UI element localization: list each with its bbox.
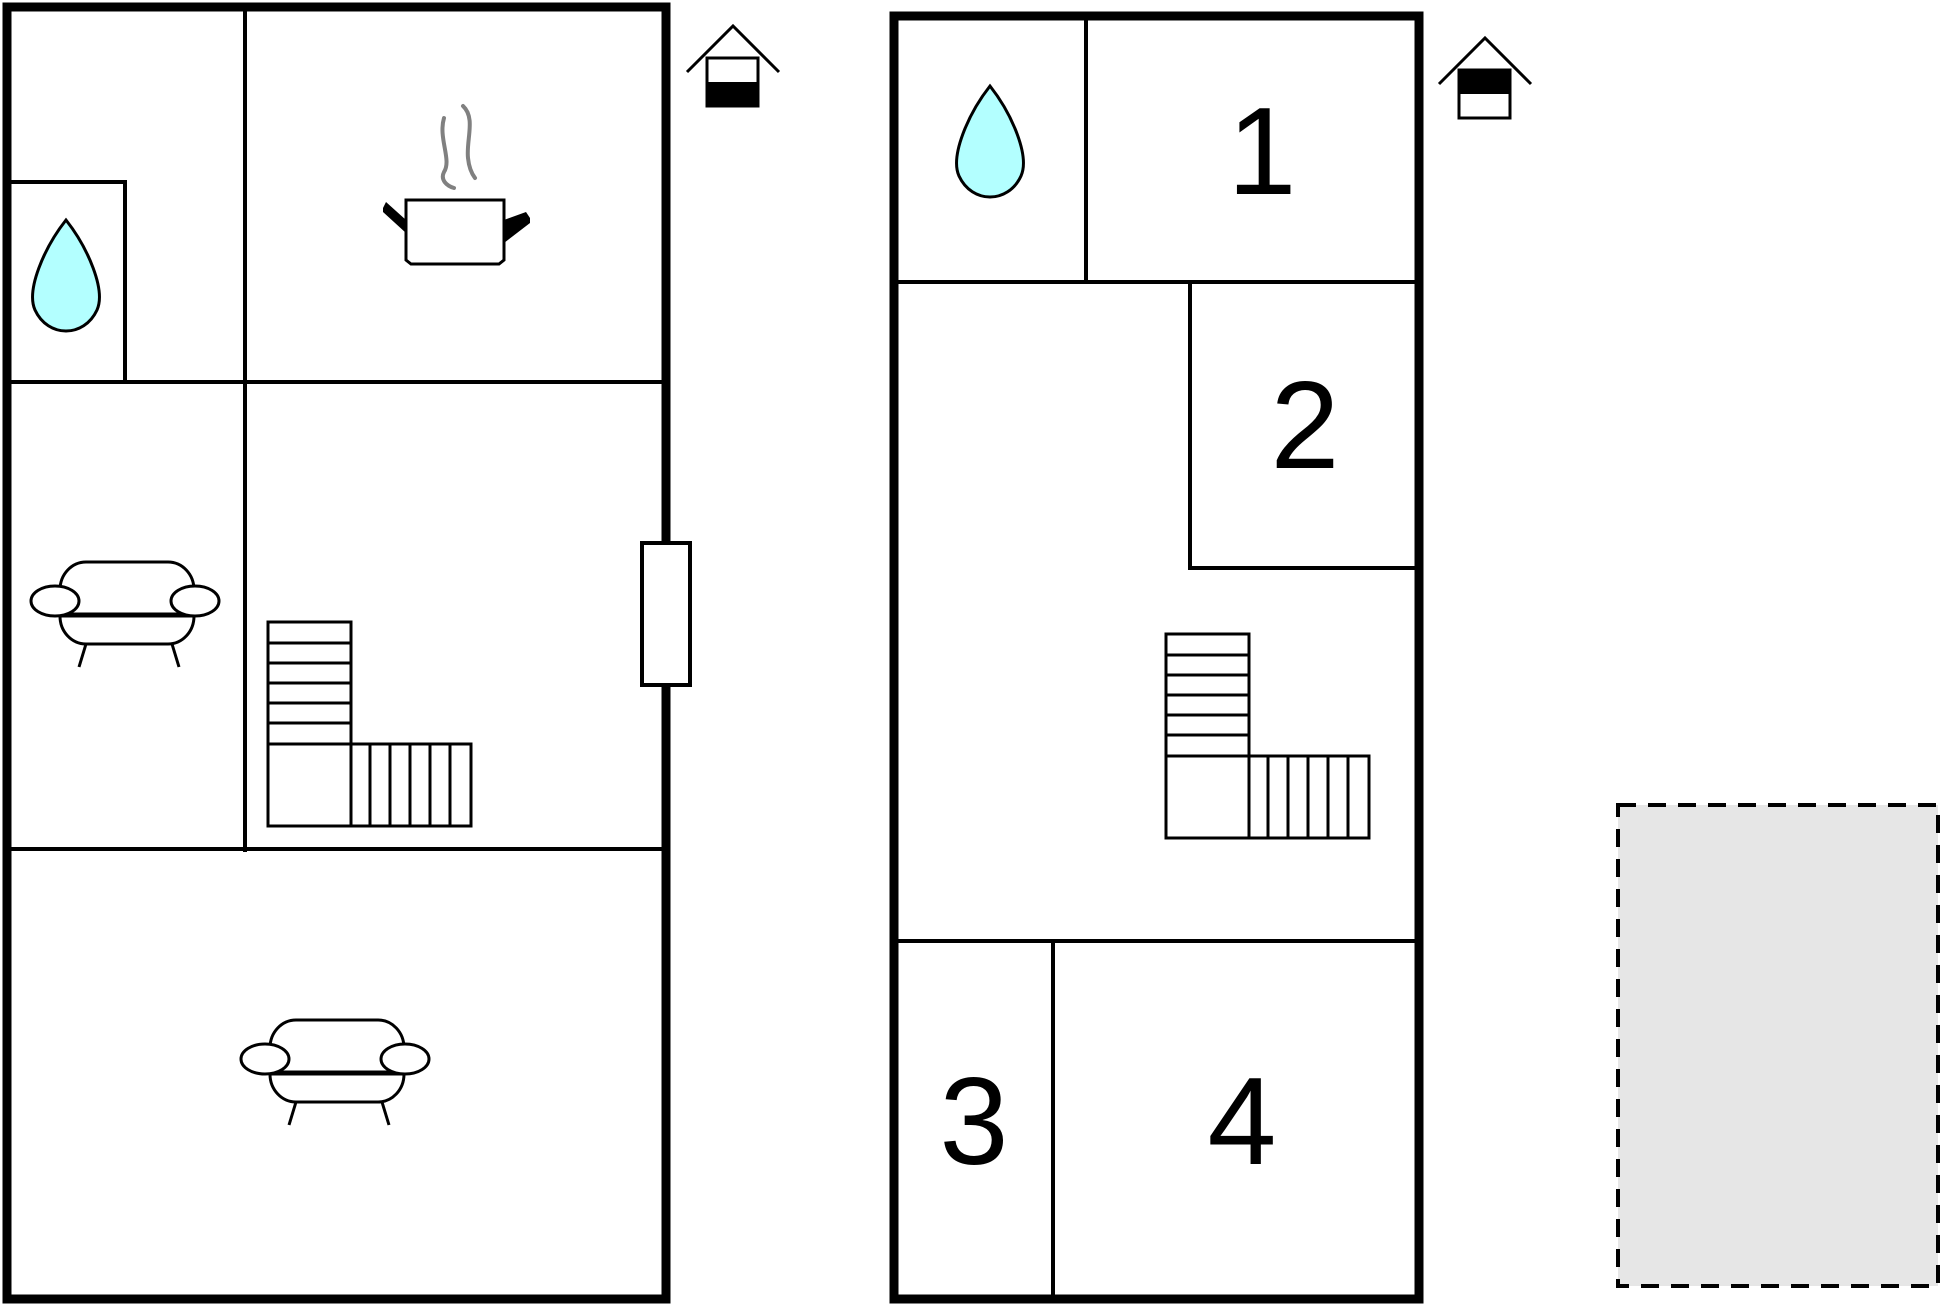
staircase-icon (1164, 632, 1371, 840)
sofa-icon (239, 1018, 431, 1126)
room-label-4: 4 (1208, 1053, 1277, 1191)
house-ground-floor-icon (685, 23, 781, 108)
ground-floor-entrance-door (640, 541, 692, 687)
upper-floor-outer-wall (889, 11, 1424, 1304)
ground-floor-outer-wall (2, 2, 671, 1304)
ground-floor-interior-walls (8, 8, 664, 852)
room-label-1: 1 (1228, 83, 1297, 221)
upper-floor-plan: 1 2 3 4 (889, 11, 1533, 1304)
sofa-icon (29, 560, 221, 668)
cooking-pot-icon (383, 104, 530, 266)
water-drop-icon (31, 217, 101, 333)
upper-floor-interior-walls (895, 18, 1415, 1300)
room-label-2: 2 (1271, 357, 1340, 495)
outdoor-area (1616, 803, 1940, 1288)
water-drop-icon (955, 83, 1025, 199)
ground-floor-plan (2, 2, 781, 1304)
room-label-3: 3 (940, 1053, 1009, 1191)
house-upper-floor-icon (1437, 35, 1533, 120)
staircase-icon (266, 620, 473, 828)
